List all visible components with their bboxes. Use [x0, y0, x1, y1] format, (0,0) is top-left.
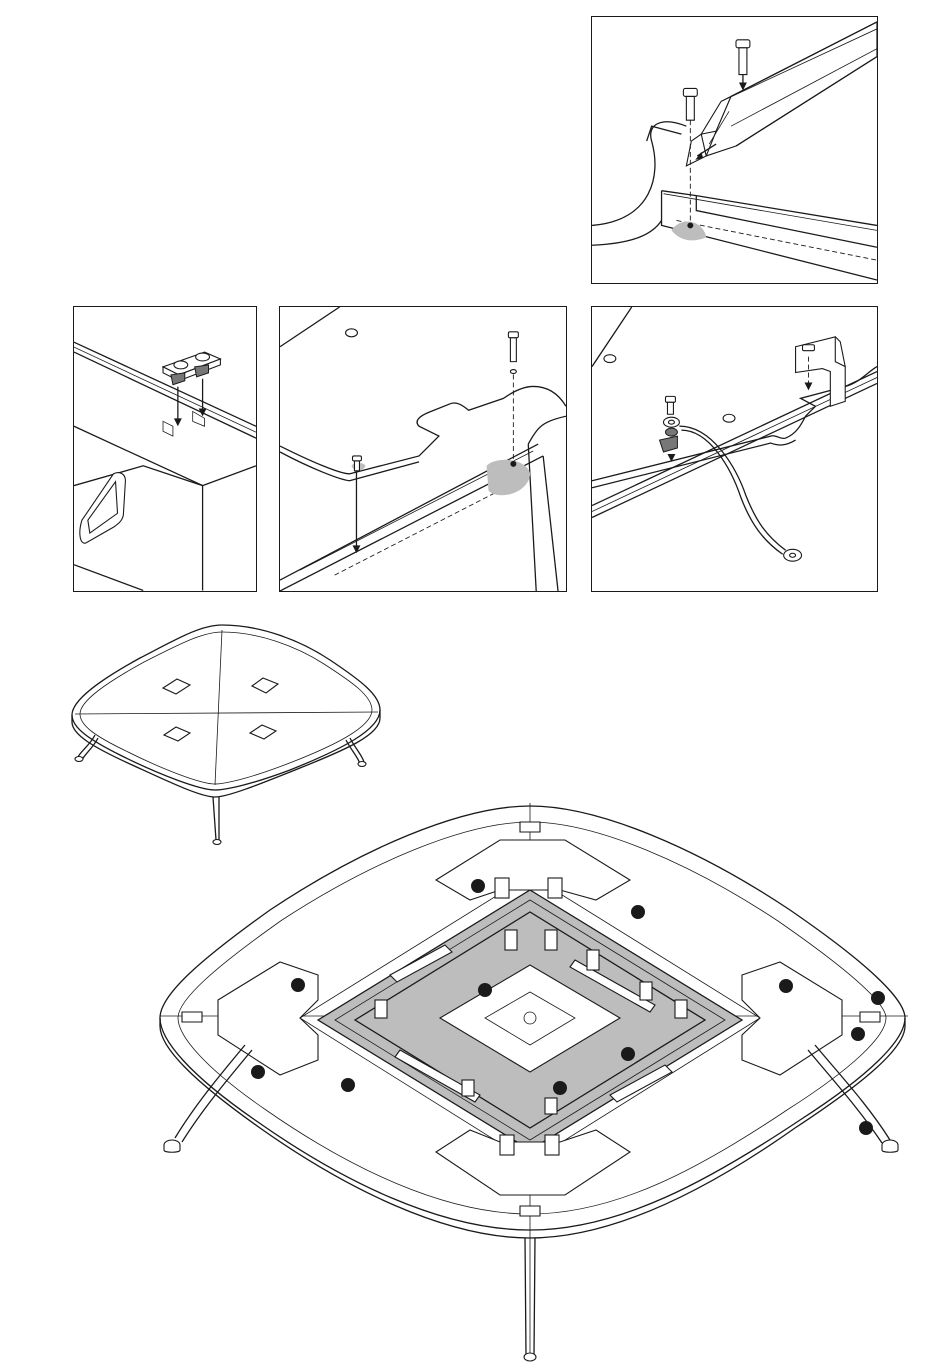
callout-marker — [291, 978, 305, 992]
table-underside-assembly — [160, 803, 908, 1361]
callout-marker — [251, 1065, 265, 1079]
callout-marker — [621, 1047, 635, 1061]
callout-marker — [859, 1121, 873, 1135]
callout-marker — [553, 1081, 567, 1095]
callout-marker — [471, 879, 485, 893]
callout-marker — [851, 1027, 865, 1041]
callout-marker — [341, 1078, 355, 1092]
callout-marker — [779, 979, 793, 993]
callout-marker — [871, 991, 885, 1005]
callout-marker — [631, 905, 645, 919]
table-perspective — [0, 625, 380, 845]
callout-marker — [478, 983, 492, 997]
